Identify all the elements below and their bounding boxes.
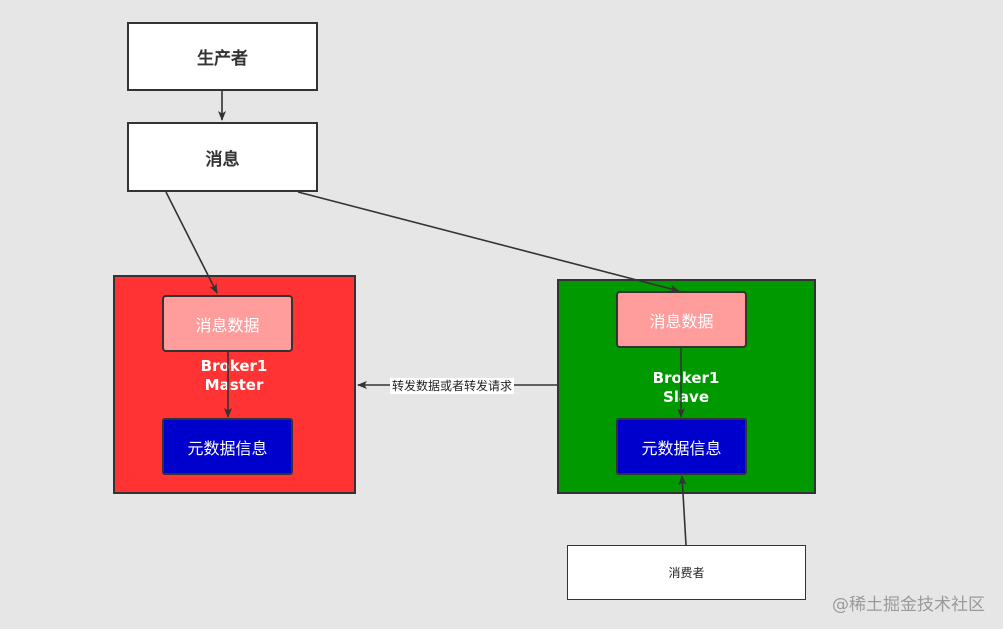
- master-metadata-node: 元数据信息: [162, 418, 293, 475]
- broker-master-label: Broker1 Master: [201, 357, 268, 395]
- consumer-node: 消费者: [567, 545, 806, 600]
- edge-message-to-slave-data: [297, 191, 680, 293]
- message-node: 消息: [127, 122, 318, 192]
- edge-consumer-to-slave-meta: [678, 475, 687, 546]
- master-message-data-node: 消息数据: [162, 295, 293, 352]
- broker-master-name: Broker1: [200, 357, 268, 375]
- broker-slave-label: Broker1 Slave: [653, 369, 720, 407]
- slave-message-data-node: 消息数据: [616, 291, 747, 348]
- watermark-text: @稀土掘金技术社区: [832, 595, 985, 615]
- broker-slave-name: Broker1: [652, 369, 720, 387]
- forward-edge-label: 转发数据或者转发请求: [390, 378, 515, 394]
- slave-metadata-node: 元数据信息: [616, 418, 747, 475]
- producer-node: 生产者: [127, 22, 318, 91]
- broker-slave-role: Slave: [662, 388, 710, 406]
- broker-master-role: Master: [204, 376, 264, 394]
- edge-message-to-master-data: [165, 191, 218, 294]
